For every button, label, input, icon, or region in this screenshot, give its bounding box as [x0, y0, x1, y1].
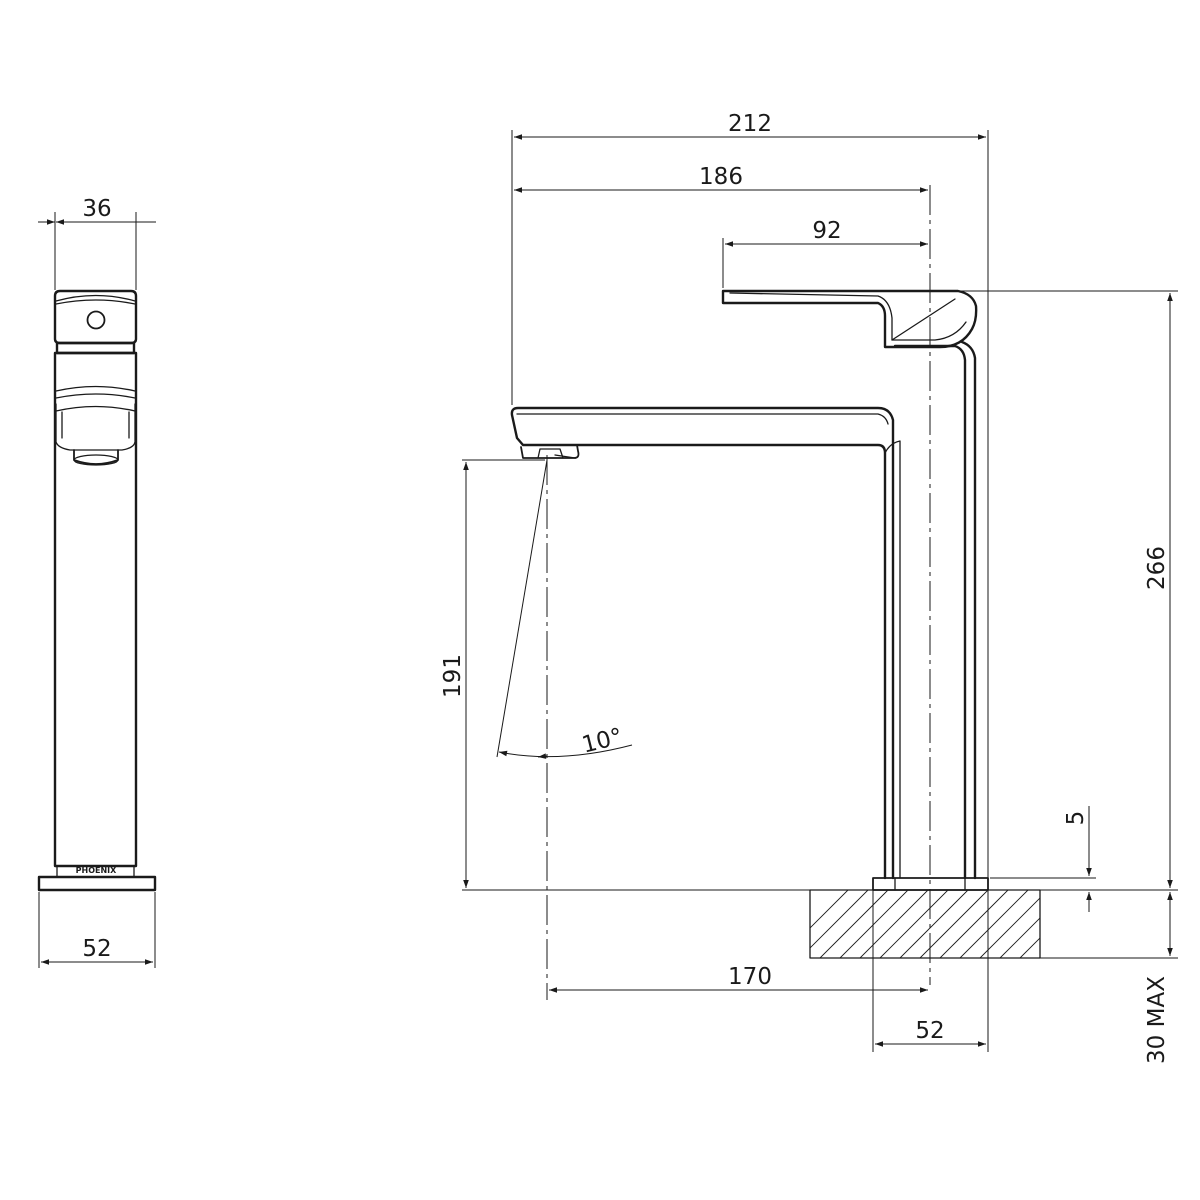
hatch-line	[999, 917, 1040, 958]
dim-spout-to-center: 186	[699, 164, 743, 190]
dim-width-top: 36	[82, 196, 111, 222]
hatch-line	[979, 897, 1040, 958]
dim-handle-length: 92	[812, 218, 841, 244]
lever-hole	[86, 310, 106, 330]
dim-spout-height: 191	[440, 654, 466, 698]
front-view: 212 186 92 266 30 MAX 191 10° 5 170	[440, 111, 1178, 1064]
lever-handle	[721, 289, 978, 349]
dim-overall-height: 266	[1144, 546, 1170, 590]
hatch-line	[839, 890, 909, 958]
side-view: PHOENIX 36 52	[37, 196, 157, 968]
base-flange	[872, 877, 989, 891]
dim-base-clearance: 5	[1063, 811, 1089, 826]
hatch-line	[819, 890, 889, 958]
hatch-line	[919, 890, 989, 958]
hatch-line	[810, 890, 849, 929]
hatch-line	[879, 890, 949, 958]
dim-spout-reach: 170	[728, 964, 772, 990]
hatch-line	[939, 890, 1009, 958]
counter-section	[809, 889, 1041, 959]
dim-overall-width: 212	[728, 111, 772, 137]
hatch-line	[959, 890, 1029, 958]
hatch-line	[1019, 937, 1040, 958]
spout	[510, 406, 901, 880]
brand-logo: PHOENIX	[76, 866, 117, 875]
hatch-line	[810, 890, 869, 949]
dim-mount-thickness: 30 MAX	[1144, 976, 1170, 1064]
hatch-line	[899, 890, 969, 958]
hatch-line	[1039, 957, 1040, 958]
dim-base-width: 52	[915, 1018, 944, 1044]
hatch-line	[859, 890, 929, 958]
dim-spray-angle: 10°	[579, 724, 625, 759]
dim-width-base: 52	[82, 936, 111, 962]
